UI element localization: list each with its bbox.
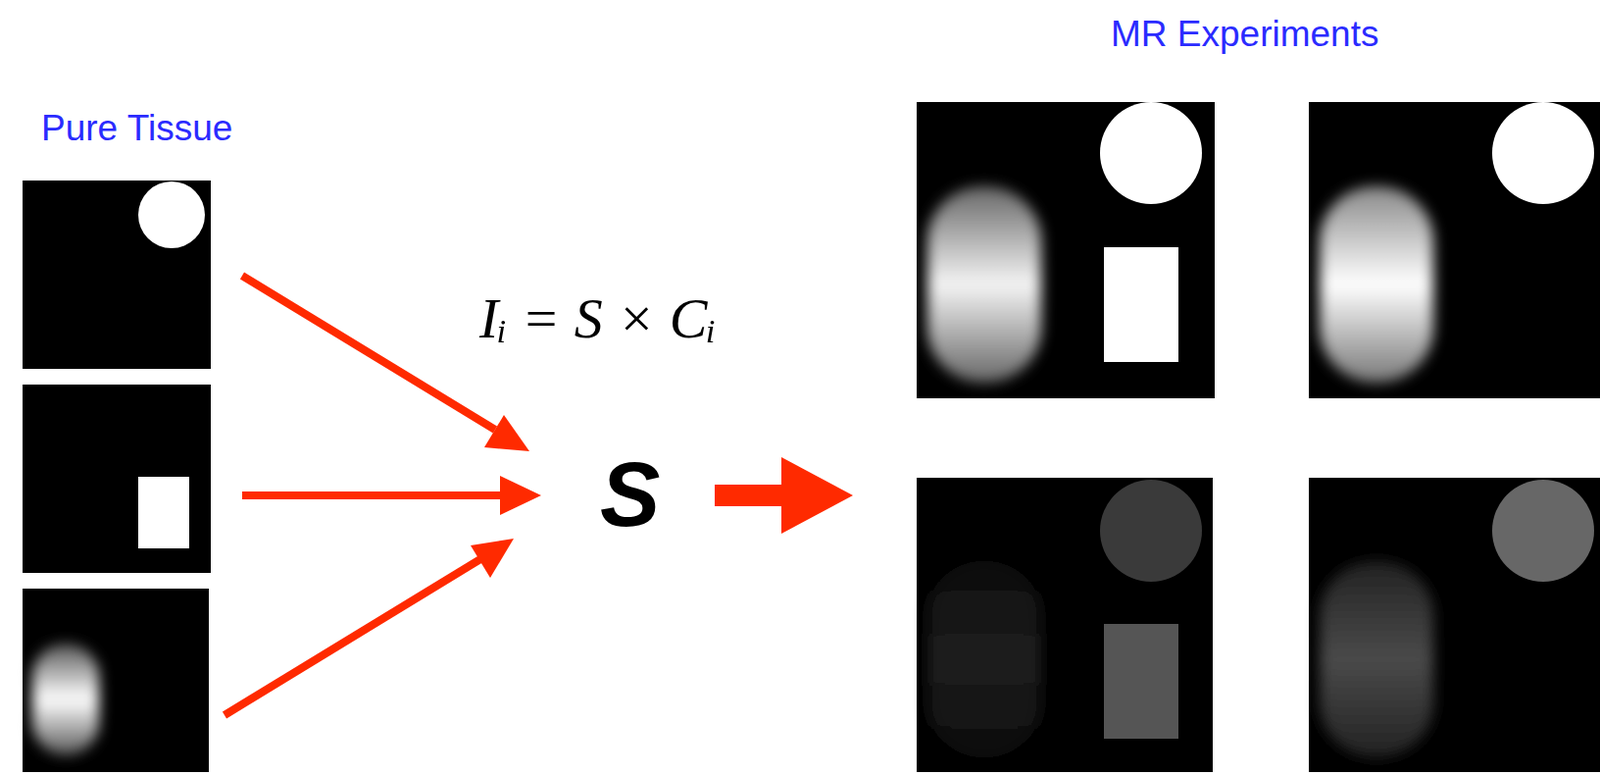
equation: Iᵢ = S × Cᵢ (479, 286, 717, 352)
mr-image (916, 101, 1215, 399)
tissue-image (22, 384, 211, 573)
matrix-symbol: S (600, 449, 660, 540)
section-title: Pure Tissue (41, 107, 233, 150)
mr-image (1308, 101, 1600, 399)
section-title: MR Experiments (1110, 13, 1379, 56)
mr-image (916, 477, 1213, 772)
tissue-image (22, 180, 211, 369)
mr-image (1308, 477, 1600, 772)
tissue-image (22, 588, 209, 772)
arrow (224, 275, 853, 715)
